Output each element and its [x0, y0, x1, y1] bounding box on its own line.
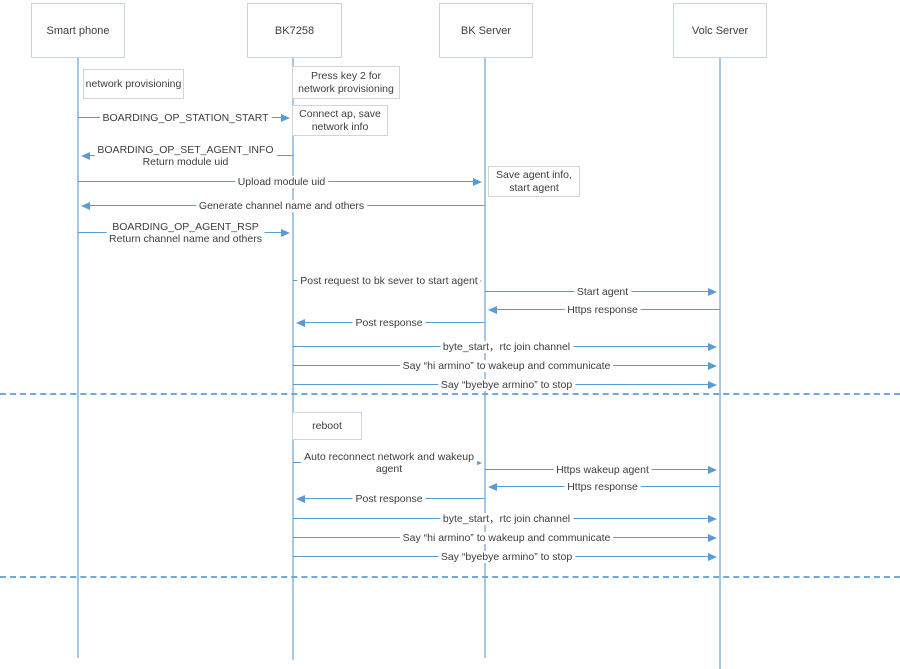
arrowhead-icon: [708, 514, 717, 523]
message-text: Post request to bk sever to start agent: [300, 274, 478, 287]
actor-bk-server: BK Server: [439, 3, 533, 58]
lifeline-volc-server: [719, 58, 721, 669]
arrowhead-icon: [296, 318, 305, 327]
message-label-post-response-2: Post response: [352, 492, 426, 505]
message-label-start-agent: Start agent: [573, 285, 632, 298]
message-text: Https wakeup agent: [556, 463, 649, 476]
arrowhead-icon: [281, 113, 290, 122]
message-text: Say “hi armino” to wakeup and communicat…: [402, 531, 611, 544]
actor-label: BK Server: [460, 24, 512, 37]
actor-label: BK7258: [274, 24, 315, 37]
lifeline-smart-phone: [77, 58, 79, 658]
arrowhead-icon: [708, 533, 717, 542]
message-text: Https response: [567, 303, 638, 316]
message-text: BOARDING_OP_AGENT_RSP: [112, 220, 259, 233]
message-text: Return channel name and others: [109, 232, 262, 245]
message-label-boarding-op-station-start: BOARDING_OP_STATION_START: [99, 111, 272, 124]
arrowhead-icon: [281, 228, 290, 237]
arrowhead-icon: [708, 342, 717, 351]
message-text: agent: [375, 462, 403, 475]
message-text: byte_start，rtc join channel: [442, 340, 571, 353]
note-text: reboot: [312, 419, 342, 432]
arrowhead-icon: [708, 552, 717, 561]
arrowhead-icon: [81, 201, 90, 210]
message-text: Start agent: [576, 285, 629, 298]
note-text: network provisioning: [85, 77, 182, 90]
message-text: Https response: [567, 480, 638, 493]
actor-volc-server: Volc Server: [673, 3, 767, 58]
arrowhead-icon: [473, 177, 482, 186]
message-text: BOARDING_OP_STATION_START: [102, 111, 269, 124]
message-text: Return module uid: [142, 155, 229, 168]
lifeline-bk7258: [292, 58, 294, 660]
arrowhead-icon: [708, 287, 717, 296]
message-text: Say “hi armino” to wakeup and communicat…: [402, 359, 611, 372]
note-save-agent-info: Save agent info,start agent: [488, 166, 580, 197]
message-label-https-response-1: Https response: [564, 303, 641, 316]
message-text: Say “byebye armino” to stop: [440, 550, 573, 563]
message-text: Post response: [355, 316, 423, 329]
message-label-https-response-2: Https response: [564, 480, 641, 493]
note-text: network provisioning: [298, 82, 394, 95]
actor-bk7258: BK7258: [247, 3, 342, 58]
note-text: start agent: [509, 181, 559, 194]
arrowhead-icon: [708, 361, 717, 370]
message-label-https-wakeup-agent: Https wakeup agent: [553, 463, 652, 476]
lifeline-bk-server: [484, 58, 486, 658]
note-reboot: reboot: [292, 412, 362, 440]
note-network-provisioning: network provisioning: [83, 69, 184, 99]
arrowhead-icon: [473, 458, 482, 467]
arrowhead-icon: [708, 465, 717, 474]
note-text: Connect ap, save: [299, 107, 381, 120]
arrowhead-icon: [708, 380, 717, 389]
message-label-say-byebye-armino-1: Say “byebye armino” to stop: [437, 378, 576, 391]
message-text: Generate channel name and others: [198, 199, 365, 212]
message-label-upload-module-uid: Upload module uid: [234, 175, 329, 188]
actor-label: Volc Server: [691, 24, 749, 37]
phase-separator-1: [0, 393, 900, 395]
message-label-post-response-1: Post response: [352, 316, 426, 329]
message-text: Auto reconnect network and wakeup: [304, 450, 474, 463]
note-text: Save agent info,: [496, 168, 572, 181]
actor-label: Smart phone: [46, 24, 110, 37]
note-text: network info: [311, 120, 369, 133]
message-text: byte_start，rtc join channel: [442, 512, 571, 525]
message-label-byte-start-2: byte_start，rtc join channel: [439, 512, 574, 525]
message-text: BOARDING_OP_SET_AGENT_INFO: [97, 143, 274, 156]
message-text: Upload module uid: [237, 175, 326, 188]
message-label-generate-channel-name: Generate channel name and others: [195, 199, 368, 212]
message-label-say-hi-armino-1: Say “hi armino” to wakeup and communicat…: [399, 359, 614, 372]
message-text: Say “byebye armino” to stop: [440, 378, 573, 391]
phase-separator-2: [0, 576, 900, 578]
note-text: Press key 2 for: [310, 69, 382, 82]
arrowhead-icon: [81, 151, 90, 160]
actor-smart-phone: Smart phone: [31, 3, 125, 58]
arrowhead-icon: [488, 482, 497, 491]
message-label-post-request-start-agent: Post request to bk sever to start agent: [297, 274, 481, 287]
message-label-say-hi-armino-2: Say “hi armino” to wakeup and communicat…: [399, 531, 614, 544]
arrowhead-icon: [296, 494, 305, 503]
message-label-byte-start-1: byte_start，rtc join channel: [439, 340, 574, 353]
message-text: Post response: [355, 492, 423, 505]
message-label-say-byebye-armino-2: Say “byebye armino” to stop: [437, 550, 576, 563]
arrowhead-icon: [488, 305, 497, 314]
